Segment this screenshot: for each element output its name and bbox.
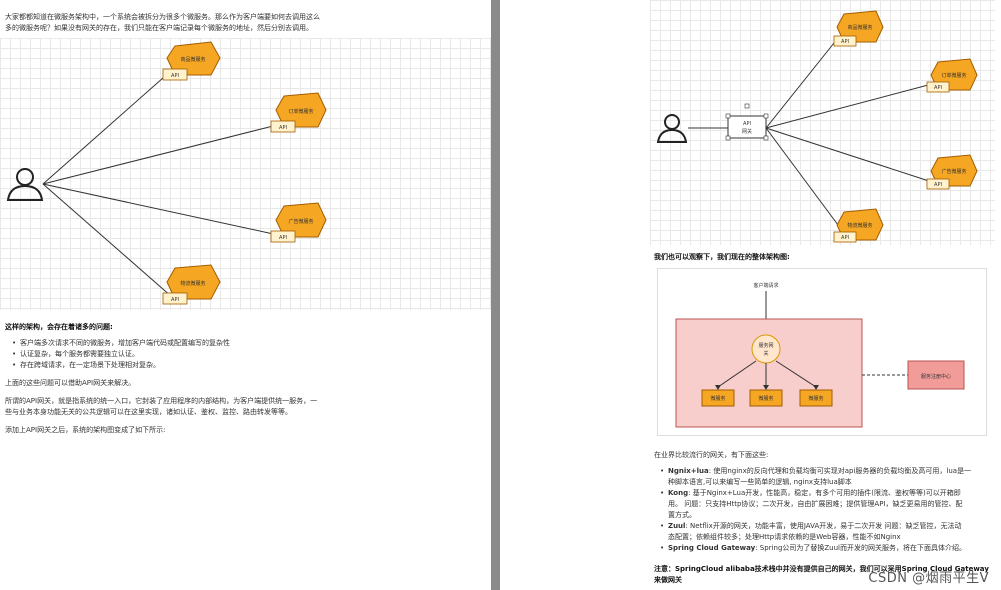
solution-text: 上面的这些问题可以借助API网关来解决。 [5,379,136,387]
gateway-name: Ngnix+lua [668,467,709,475]
document-page-right: API 网关 商品微服务 API 订单微服务 API 广告微服务 API [500,0,1001,590]
gateway-desc-line: : Spring公司为了替换Zuul而开发的网关服务，将在下面具体介绍。 [755,544,967,552]
user-icon [656,114,688,143]
diagram-overall-architecture: 客户端请求 服务网 关 微服务 微服务 微服务 服务注册中心 [657,268,987,436]
after-gateway-text: 添加上API网关之后，系统的架构图变成了如下所示: [5,426,166,434]
page-gap [491,0,500,590]
api-label: API [279,235,287,241]
diagram-svg: 客户端请求 服务网 关 微服务 微服务 微服务 服务注册中心 [675,282,965,428]
popular-intro: 在业界比较流行的网关，有下面这些: [654,451,769,459]
service-label: 广告微服务 [941,168,966,175]
api-label: API [934,182,942,188]
microservice-label: 微服务 [758,395,773,402]
service-node-logistics: 物流微服务 API [162,264,221,305]
gateway-desc-line: : 基于Nginx+Lua开发，性能高，稳定，有多个可用的插件(限流、鉴权等等)… [688,489,961,497]
list-item: Zuul: Netflix开源的网关，功能丰富，使用JAVA开发，易于二次开发 … [658,521,998,543]
diagram-svg: API 网关 商品微服务 API 订单微服务 API 广告微服务 API [656,10,978,243]
diagram-no-gateway: 商品微服务 API 订单微服务 API 广告微服务 API 物流微服务 [0,38,491,310]
gateway-desc-line: : Netflix开源的网关，功能丰富，使用JAVA开发，易于二次开发 问题：缺… [685,522,962,530]
api-label: API [841,235,849,241]
gateway-name: Zuul [668,522,686,530]
api-label: API [171,297,179,303]
service-label: 物流微服务 [180,280,205,287]
service-node-product: 商品微服务 API [162,41,221,81]
list-item: Kong: 基于Nginx+Lua开发，性能高，稳定，有多个可用的插件(限流、鉴… [658,488,998,521]
microservice-label: 微服务 [808,395,823,402]
gateway-label-line1: 服务网 [758,342,773,349]
microservice-label: 微服务 [710,395,725,402]
gateway-desc-line: 置方式。 [668,511,696,519]
problems-title: 这样的架构，会存在着诸多的问题: [5,323,113,331]
note-line-1: 注意：SpringCloud alibaba技术栈中并没有提供自己的网关，我们可… [654,565,989,573]
service-node-order: 订单微服务 API [926,58,978,93]
gateway-list: Ngnix+lua: 使用nginx的反向代理和负载均衡可实现对api服务器的负… [658,466,998,554]
service-node-product: 商品微服务 API [833,10,884,47]
diagram-with-gateway: API 网关 商品微服务 API 订单微服务 API 广告微服务 API [650,0,995,245]
gateway-name: Spring Cloud Gateway [668,544,756,552]
service-node-logistics: 物流微服务 API [833,208,884,243]
gateway-desc-line: 用。 问题：只支持Http协议；二次开发，自由扩展困难；提供管理API，缺乏更易… [668,500,963,508]
overall-title: 我们也可以观察下，我们现在的整体架构图: [654,253,790,261]
gateway-name: Kong [668,489,689,497]
list-item: 客户端多次请求不同的微服务，增加客户端代码或配置编写的复杂性 [10,338,480,349]
api-label: API [934,85,942,91]
list-item: Ngnix+lua: 使用nginx的反向代理和负载均衡可实现对api服务器的负… [658,466,998,488]
diagram-svg: 商品微服务 API 订单微服务 API 广告微服务 API 物流微服务 [6,41,327,305]
service-label: 订单微服务 [288,108,313,115]
gateway-label-line2: 关 [763,350,768,357]
gateway-desc-line-2: 些与业务本身功能无关的公共逻辑可以在这里实现，诸如认证、鉴权、监控、路由转发等等… [5,408,292,416]
intro-line-2: 多的微服务呢？如果没有网关的存在，我们只能在客户端记录每个微服务的地址，然后分别… [5,24,313,32]
service-node-ad: 广告微服务 API [926,154,978,190]
list-item: Spring Cloud Gateway: Spring公司为了替换Zuul而开… [658,543,998,554]
api-label: API [171,73,179,79]
gateway-desc-line: 态配置；依赖组件较多；处理Http请求依赖的是Web容器，性能不如Nginx [668,533,901,541]
service-label: 商品微服务 [847,24,872,31]
api-gateway-node: API 网关 [725,103,769,141]
intro-line-1: 大家都都知道在微服务架构中，一个系统会被拆分为很多个微服务。那么作为客户端要如何… [5,13,320,21]
list-item: 存在跨域请求，在一定场景下处理相对复杂。 [10,360,480,371]
list-item: 认证复杂，每个服务都需要独立认证。 [10,349,480,360]
user-icon [6,168,44,201]
gateway-desc-line: : 使用nginx的反向代理和负载均衡可实现对api服务器的负载均衡及高可用，l… [708,467,972,475]
api-label: API [279,125,287,131]
gateway-label-line2: 网关 [742,128,752,135]
service-label: 广告微服务 [288,218,313,225]
service-node-order: 订单微服务 API [270,92,327,133]
client-request-label: 客户端请求 [753,282,778,289]
service-node-ad: 广告微服务 API [270,202,327,243]
problems-list: 客户端多次请求不同的微服务，增加客户端代码或配置编写的复杂性 认证复杂，每个服务… [10,338,480,371]
service-label: 订单微服务 [941,72,966,79]
service-label: 商品微服务 [180,56,205,63]
watermark: CSDN @烟雨平生V [868,571,989,586]
gateway-label-line1: API [743,121,751,127]
registry-label: 服务注册中心 [921,373,951,380]
document-page-left: 大家都都知道在微服务架构中，一个系统会被拆分为很多个微服务。那么作为客户端要如何… [0,0,491,590]
api-label: API [841,39,849,45]
gateway-desc-line-1: 所谓的API网关，就是指系统的统一入口，它封装了应用程序的内部结构，为客户端提供… [5,397,318,405]
service-label: 物流微服务 [847,222,872,229]
note-line-2: 来做网关 [654,576,682,584]
gateway-desc-line: 种脚本语言,可以来编写一些简单的逻辑, nginx支持lua脚本 [668,478,852,486]
